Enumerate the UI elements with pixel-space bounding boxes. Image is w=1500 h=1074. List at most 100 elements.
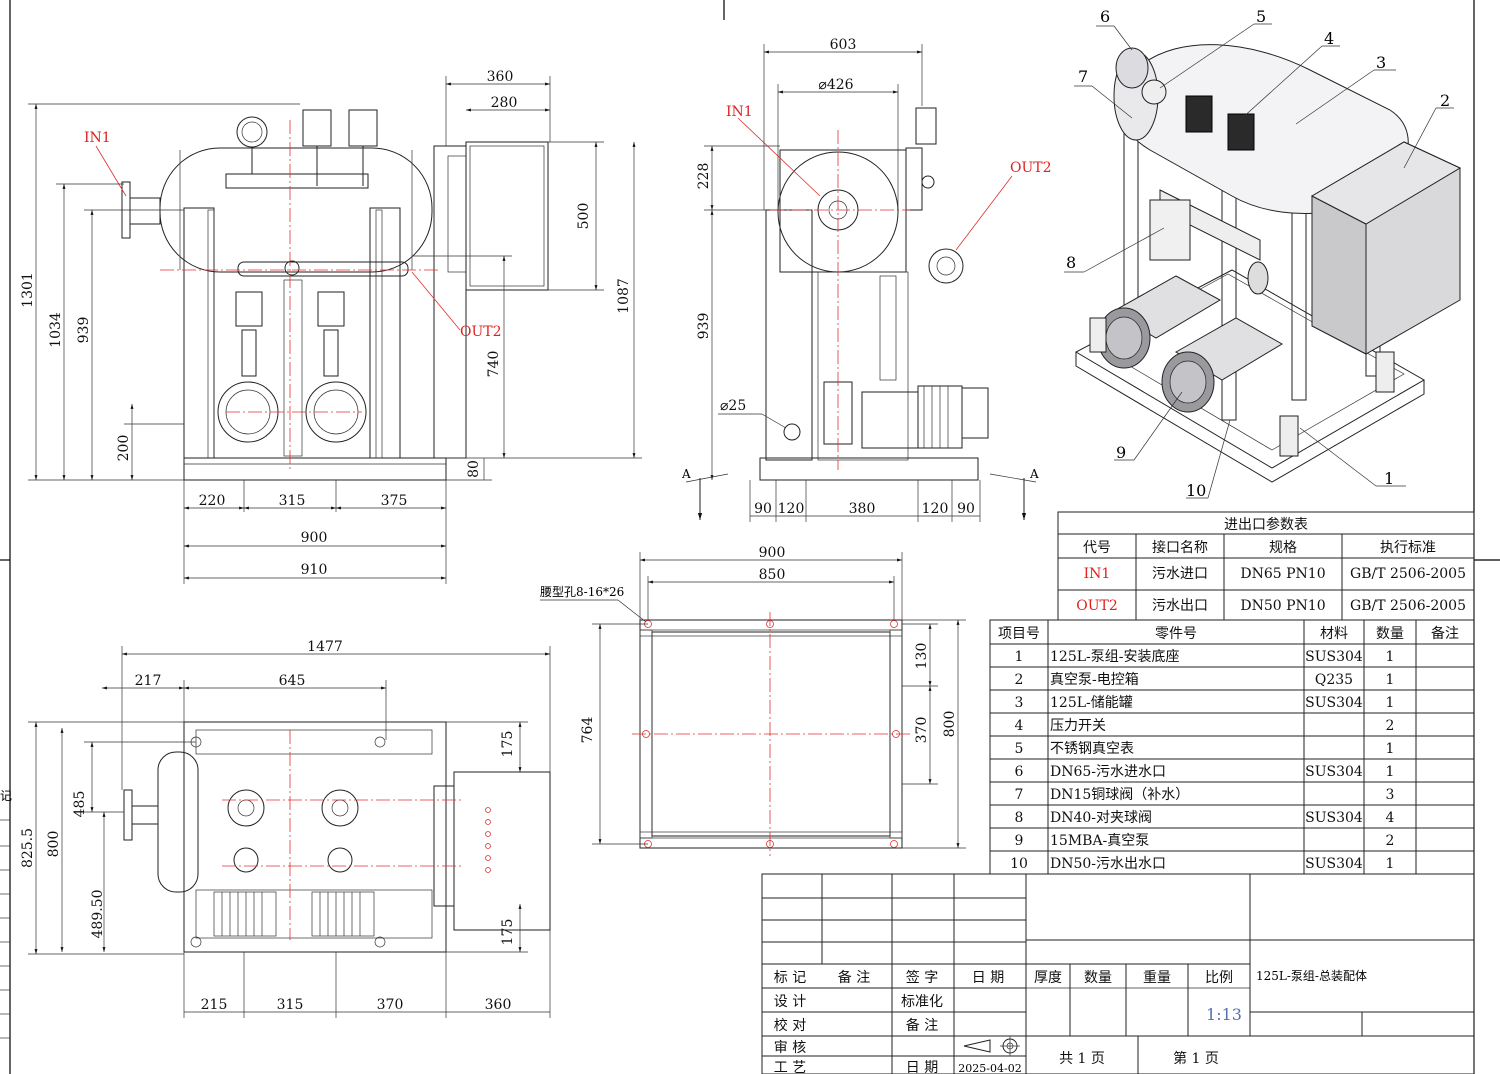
dim-base-800: 800 xyxy=(942,711,958,738)
tb-header-thickness: 厚度 xyxy=(1034,970,1062,986)
tb-header-mark: 标 记 xyxy=(774,970,806,986)
dim-90a: 90 xyxy=(754,501,772,517)
dim-130: 130 xyxy=(914,643,930,670)
tb-header-ratio: 比例 xyxy=(1205,970,1233,986)
dim-603: 603 xyxy=(830,37,857,53)
bom-row-material: Q235 xyxy=(1315,672,1353,688)
bom-row-material: SUS304 xyxy=(1305,810,1363,826)
bom-row-material: SUS304 xyxy=(1305,764,1363,780)
bom-row-no: 10 xyxy=(1010,856,1028,872)
tb-header-quantity: 数量 xyxy=(1084,970,1112,986)
side-in-label: IN1 xyxy=(726,104,753,120)
tb-row-date-label: 日 期 xyxy=(906,1060,938,1074)
balloon-2: 2 xyxy=(1440,91,1450,110)
bom-row-qty: 1 xyxy=(1386,695,1395,711)
bom-row-qty: 1 xyxy=(1386,672,1395,688)
pressure-switch-icon xyxy=(348,109,378,147)
bom-row-qty: 4 xyxy=(1386,810,1395,826)
control-box-top-icon xyxy=(453,771,551,931)
bom-row-no: 7 xyxy=(1015,787,1024,803)
dim-360: 360 xyxy=(487,69,514,85)
dim-1301: 1301 xyxy=(20,272,36,308)
bom-row-no: 8 xyxy=(1015,810,1024,826)
hole-note: 腰型孔8-16*26 xyxy=(540,585,624,599)
tb-row-check: 校 对 xyxy=(774,1017,806,1034)
port-row-name: 污水出口 xyxy=(1152,598,1208,614)
valve-top-icon xyxy=(321,789,359,827)
drawing-scale: 1:13 xyxy=(1206,1005,1242,1024)
dim-825: 825.5 xyxy=(20,828,36,868)
bom-row-part: DN50-污水出水口 xyxy=(1050,856,1166,872)
bom-row-qty: 1 xyxy=(1386,856,1395,872)
valve-top-icon xyxy=(227,789,265,827)
port-header-code: 代号 xyxy=(1083,540,1111,556)
port-header-name: 接口名称 xyxy=(1152,539,1208,556)
control-box-icon xyxy=(465,141,549,291)
port-row-code: OUT2 xyxy=(1076,598,1118,614)
dim-850: 850 xyxy=(759,567,786,583)
bom-header-no: 项目号 xyxy=(998,626,1040,642)
dim-1087: 1087 xyxy=(616,278,632,314)
section-mark-left: A xyxy=(681,467,691,481)
tb-row-process: 工 艺 xyxy=(774,1060,806,1074)
bom-row-part: 125L-泵组-安装底座 xyxy=(1050,649,1179,665)
bom-row-no: 2 xyxy=(1015,672,1024,688)
bom-row-qty: 2 xyxy=(1386,718,1395,734)
dim-200: 200 xyxy=(116,435,132,462)
dim-220: 220 xyxy=(199,493,226,509)
bom-row-part: 真空泵-电控箱 xyxy=(1050,672,1139,688)
bom-row-qty: 1 xyxy=(1386,741,1395,757)
bom-row-no: 1 xyxy=(1015,649,1024,665)
bom-row-material: SUS304 xyxy=(1305,649,1363,665)
dim-base-370: 370 xyxy=(914,717,930,744)
dim-764: 764 xyxy=(580,717,596,744)
base-view: 腰型孔8-16*26 900 850 764 130 370 800 xyxy=(540,545,966,856)
dim-90b: 90 xyxy=(957,501,975,517)
front-view: IN1 OUT2 1301 1034 939 200 360 280 500 1… xyxy=(20,69,642,584)
bom-row-part: 125L-储能罐 xyxy=(1050,695,1133,711)
port-header-standard: 执行标准 xyxy=(1380,540,1436,556)
edge-text: 记 xyxy=(0,789,12,803)
bom-row-part: 不锈钢真空表 xyxy=(1050,741,1134,757)
balloon-6: 6 xyxy=(1100,7,1110,26)
dim-380: 380 xyxy=(849,501,876,517)
balloon-7: 7 xyxy=(1078,67,1088,86)
port-row-spec: DN50 PN10 xyxy=(1240,598,1325,614)
top-view: 1477 217 645 825.5 800 485 489.50 175 17… xyxy=(20,639,551,1018)
dim-370: 370 xyxy=(377,997,404,1013)
dim-215: 215 xyxy=(201,997,228,1013)
dim-217: 217 xyxy=(135,673,162,689)
port-row-name: 污水进口 xyxy=(1152,566,1208,582)
dim-1034: 1034 xyxy=(48,312,64,348)
tb-row-standardize: 标准化 xyxy=(901,994,943,1010)
bom-row-qty: 3 xyxy=(1386,787,1395,803)
tb-header-sign: 签 字 xyxy=(906,969,938,986)
drawing-name: 125L-泵组-总装配体 xyxy=(1256,969,1367,983)
balloon-1: 1 xyxy=(1384,469,1394,488)
dim-d25: ⌀25 xyxy=(720,398,746,414)
front-in-label: IN1 xyxy=(84,130,111,146)
dim-740: 740 xyxy=(486,351,502,378)
port-header-spec: 规格 xyxy=(1269,540,1297,556)
side-out-label: OUT2 xyxy=(1010,160,1052,176)
bom-header-material: 材料 xyxy=(1320,626,1348,642)
dim-489: 489.50 xyxy=(90,890,106,939)
bom-row-part: DN65-污水进水口 xyxy=(1050,764,1166,780)
dim-175a: 175 xyxy=(500,731,516,758)
bom-header-qty: 数量 xyxy=(1376,626,1404,642)
dim-500: 500 xyxy=(576,203,592,230)
tb-header-note: 备 注 xyxy=(838,969,870,986)
sheets-total: 共 1 页 xyxy=(1059,1051,1105,1067)
bom-table: 项目号 零件号 材料 数量 备注 1 125L-泵组-安装底座 SUS304 1… xyxy=(989,619,1475,875)
dim-top-800: 800 xyxy=(46,831,62,858)
dim-375: 375 xyxy=(381,493,408,509)
bom-row-part: DN15铜球阀（补水） xyxy=(1050,787,1189,803)
bom-row-qty: 1 xyxy=(1386,764,1395,780)
bom-row-material: SUS304 xyxy=(1305,856,1363,872)
balloon-10: 10 xyxy=(1186,481,1206,500)
bom-row-no: 6 xyxy=(1015,764,1024,780)
balloon-3: 3 xyxy=(1376,53,1386,72)
port-row-standard: GB/T 2506-2005 xyxy=(1350,566,1466,582)
drawing-date: 2025-04-02 xyxy=(958,1062,1021,1074)
dim-80: 80 xyxy=(466,460,482,478)
